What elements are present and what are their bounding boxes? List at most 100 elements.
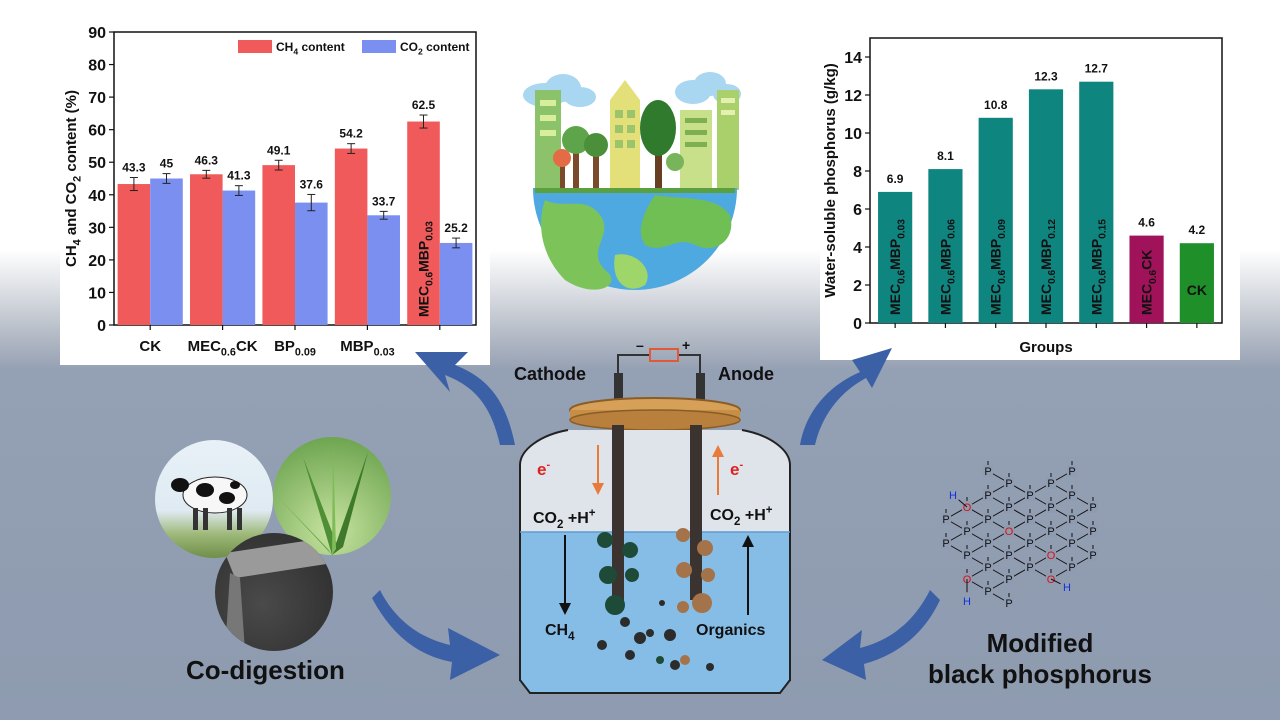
- data-label: 25.2: [444, 221, 468, 235]
- anode-label: Anode: [718, 364, 774, 384]
- atom-bg: [1067, 489, 1077, 501]
- black-phosphorus-particles-icon: [597, 600, 714, 671]
- phosphorus-atom: P: [1026, 490, 1033, 502]
- y-tick-label: 14: [844, 50, 862, 67]
- atom-bg: [1067, 513, 1077, 525]
- x-axis-label: Groups: [1019, 339, 1072, 356]
- arrow-to-right-chart-icon: [800, 348, 892, 445]
- y-tick-label: 10: [88, 285, 106, 302]
- oxygen-atom: O: [1005, 526, 1014, 538]
- legend-label-co2: CO2 content: [400, 40, 469, 57]
- phosphorus-atom: P: [1068, 538, 1075, 550]
- atom-bg: [1067, 537, 1077, 549]
- atom-bg: [1046, 525, 1056, 537]
- phosphorus-atom: P: [1047, 526, 1054, 538]
- y-tick-label: 70: [88, 90, 106, 107]
- aloe-icon: [278, 442, 391, 555]
- atom-bg: [1004, 597, 1014, 609]
- x-tick-label: BP0.09: [274, 338, 316, 359]
- phosphorus-atom: P: [1068, 562, 1075, 574]
- atom-bg: [983, 513, 993, 525]
- sludge-icon: [225, 538, 333, 651]
- x-tick-label: MEC0.6CK: [188, 338, 258, 359]
- atom-bg: [983, 465, 993, 477]
- electron-label-right: e-: [730, 459, 743, 479]
- mec-reactor: – + e- e- CO2 +H+ CO2 +H+ CH4 Organics: [519, 337, 791, 694]
- eco-earth-illustration: [523, 72, 741, 290]
- legend-swatch-ch4: [238, 40, 272, 53]
- bar-label: CK: [1187, 282, 1207, 298]
- co2-bar: [222, 190, 256, 325]
- atom-bg: [1004, 477, 1014, 489]
- legend-label-ch4: CH4 content: [276, 40, 345, 57]
- y-axis-label: Water-soluble phosphorus (g/kg): [822, 63, 839, 297]
- phosphorus-bar: [1079, 81, 1114, 323]
- resistor-icon: [649, 348, 679, 362]
- anode-biofilm-icon: [676, 528, 715, 665]
- phosphorus-atom: P: [1026, 562, 1033, 574]
- modified-label-line1: Modified: [986, 628, 1094, 658]
- arrow-codigestion-icon: [372, 590, 500, 680]
- oh-bond: [958, 499, 968, 508]
- data-label: 6.9: [887, 172, 904, 186]
- codigestion-label: Co-digestion: [186, 655, 345, 685]
- bar-label: MEC0.6MBP0.06: [937, 219, 957, 315]
- atom-bg: [941, 513, 951, 525]
- cathode-electrode: [612, 425, 624, 610]
- atom-bg: [1088, 549, 1098, 561]
- phosphorus-atom: P: [942, 514, 949, 526]
- data-label: 54.2: [339, 127, 363, 141]
- co2-bar: [295, 202, 328, 325]
- oxygen-atom: O: [963, 502, 972, 514]
- phosphorus-atom: P: [1089, 526, 1096, 538]
- oh-bond: [1050, 578, 1061, 585]
- atom-bg: [962, 525, 972, 537]
- data-label: 41.3: [227, 169, 251, 183]
- atom-bg: [1046, 501, 1056, 513]
- phosphorus-atom: P: [1026, 514, 1033, 526]
- cathode-label: Cathode: [514, 364, 586, 384]
- bar-label: MEC0.6MBP0.15: [1088, 219, 1108, 315]
- anode-electrode: [690, 425, 702, 600]
- y-tick-label: 60: [88, 123, 106, 140]
- atom-bg: [1046, 549, 1056, 561]
- earth-icon: [533, 188, 737, 290]
- y-tick-label: 4: [853, 240, 862, 257]
- atom-bg: [962, 549, 972, 561]
- phosphorus-atom: P: [1068, 466, 1075, 478]
- x-tick-label: CK: [139, 338, 161, 355]
- phosphorus-atom: P: [1068, 490, 1075, 502]
- data-label: 12.7: [1085, 62, 1109, 76]
- y-tick-label: 10: [844, 126, 862, 143]
- phosphorus-atom: P: [984, 514, 991, 526]
- phosphorus-atom: P: [1005, 502, 1012, 514]
- phosphorus-atom: P: [984, 538, 991, 550]
- phosphorus-bar: [928, 169, 963, 323]
- phosphorus-atom: P: [1005, 598, 1012, 610]
- y-tick-label: 40: [88, 188, 106, 205]
- data-label: 4.2: [1189, 223, 1206, 237]
- data-label: 62.5: [412, 98, 436, 112]
- atom-bg: [1088, 525, 1098, 537]
- y-axis-label: CH4 and CO2 content (%): [63, 90, 84, 267]
- city-buildings-icon: [535, 80, 739, 190]
- tree-icon: [553, 100, 684, 190]
- data-label: 33.7: [372, 194, 396, 208]
- data-label: 12.3: [1034, 69, 1058, 83]
- phosphorus-atom: P: [1047, 502, 1054, 514]
- minus-sign: –: [636, 337, 644, 353]
- phosphorus-atom: P: [963, 526, 970, 538]
- co2-h-label-right: CO2 +H+: [710, 505, 773, 528]
- ch4-bar: [117, 184, 151, 325]
- plus-sign: +: [682, 337, 690, 353]
- y-tick-label: 6: [853, 202, 862, 219]
- phosphorus-atom: P: [984, 466, 991, 478]
- data-label: 49.1: [267, 143, 291, 157]
- atom-bg: [1025, 561, 1035, 573]
- ch4-bar: [190, 174, 223, 325]
- atom-bg: [1067, 561, 1077, 573]
- phosphorus-bar: [1129, 235, 1164, 323]
- y-tick-label: 20: [88, 253, 106, 270]
